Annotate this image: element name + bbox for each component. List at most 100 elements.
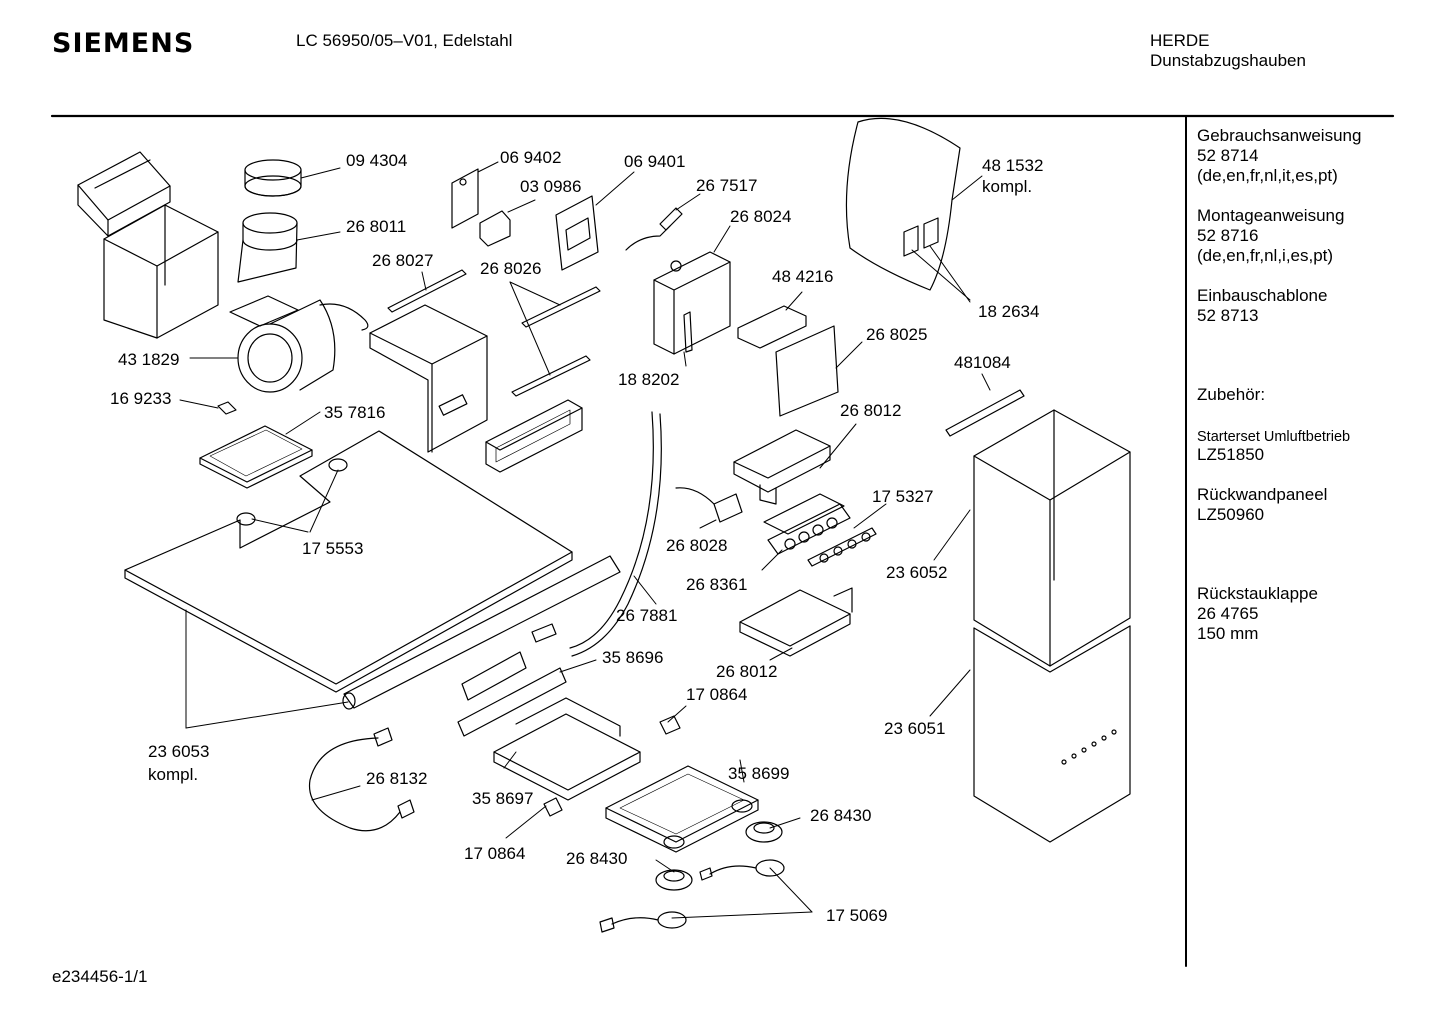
clip xyxy=(217,401,237,415)
part-label: 26 7517 xyxy=(696,176,758,195)
control-panel xyxy=(763,493,851,555)
fan-housing xyxy=(103,204,219,339)
electronics-cover xyxy=(653,251,731,355)
accessories-heading: Zubehör: xyxy=(1197,385,1266,404)
part-label: 35 8699 xyxy=(728,764,790,783)
accessory-title: Starterset Umluftbetrieb xyxy=(1197,429,1351,445)
accessory-title: Rückwandpaneel xyxy=(1197,485,1328,504)
part-label: 18 2634 xyxy=(978,302,1040,321)
base-tray xyxy=(493,697,641,801)
part-label: 26 8027 xyxy=(372,251,434,270)
part-label: 17 0864 xyxy=(686,685,748,704)
doc-languages: (de,en,fr,nl,i,es,pt) xyxy=(1197,246,1334,265)
category-label: HERDE xyxy=(1150,31,1210,50)
accessory-number: 26 4765 xyxy=(1197,604,1259,623)
mounting-bracket xyxy=(77,151,171,237)
control-housing-upper xyxy=(733,429,831,505)
lamp-a xyxy=(745,821,783,843)
part-label: 26 8430 xyxy=(566,849,628,868)
lamp-b xyxy=(655,869,693,891)
part-label: 26 8361 xyxy=(686,575,748,594)
part-label: 26 8011 xyxy=(346,217,407,236)
part-label: 26 8430 xyxy=(810,806,872,825)
part-label: kompl. xyxy=(982,177,1033,196)
accessory-number: LZ50960 xyxy=(1197,505,1265,524)
lamp-cable-b xyxy=(599,911,687,933)
part-label: 481084 xyxy=(954,353,1011,372)
part-label: 26 8012 xyxy=(840,401,902,420)
doc-title: Einbauschablone xyxy=(1197,286,1328,305)
model-title: LC 56950/05–V01, Edelstahl xyxy=(296,31,513,50)
brand-logo: SIEMENS xyxy=(52,28,195,59)
part-label: 06 9402 xyxy=(500,148,562,167)
part-label: 26 8026 xyxy=(480,259,542,278)
part-label: 17 0864 xyxy=(464,844,526,863)
lamp-cable-a xyxy=(699,859,785,881)
control-housing-lower xyxy=(739,587,853,657)
chimney-upper xyxy=(973,409,1131,667)
doc-number: 52 8716 xyxy=(1197,226,1259,245)
power-cord xyxy=(625,207,683,251)
part-label: 18 8202 xyxy=(618,370,680,389)
leader-lines xyxy=(179,161,991,919)
part-label: 26 8025 xyxy=(866,325,928,344)
bracket-481084 xyxy=(945,389,1025,437)
tube-236053 xyxy=(342,555,621,710)
accessory-size: 150 mm xyxy=(1197,624,1259,643)
part-label: kompl. xyxy=(148,765,199,784)
light-strip xyxy=(485,399,583,473)
part-label: 35 8696 xyxy=(602,648,664,667)
module-268025 xyxy=(775,325,839,417)
part-label: 17 5553 xyxy=(302,539,364,558)
doc-number: 52 8714 xyxy=(1197,146,1259,165)
part-label: 06 9401 xyxy=(624,152,686,171)
part-label: 23 6052 xyxy=(886,563,948,582)
doc-languages: (de,en,fr,nl,it,es,pt) xyxy=(1197,166,1338,185)
doc-title: Montageanweisung xyxy=(1197,206,1345,225)
grease-filter xyxy=(199,425,313,489)
flange-lower xyxy=(237,212,298,283)
doc-number: 52 8713 xyxy=(1197,306,1259,325)
part-label: 35 7816 xyxy=(324,403,386,422)
button-strip xyxy=(807,527,877,567)
part-label: 48 4216 xyxy=(772,267,834,286)
part-label: 26 8012 xyxy=(716,662,778,681)
rail-268026-a xyxy=(521,286,601,328)
part-label: 26 7881 xyxy=(616,606,678,625)
part-label: 17 5069 xyxy=(826,906,888,925)
part-label: 09 4304 xyxy=(346,151,408,170)
subcategory-label: Dunstabzugshauben xyxy=(1150,51,1306,70)
part-label: 23 6051 xyxy=(884,719,946,738)
rail-268026-b xyxy=(511,355,591,397)
part-label: 23 6053 xyxy=(148,742,210,761)
clip-170864-a xyxy=(659,715,681,735)
part-label: 48 1532 xyxy=(982,156,1044,175)
part-label: 26 8028 xyxy=(666,536,728,555)
fan-motor xyxy=(229,295,369,393)
socket xyxy=(555,195,599,271)
screw-bag xyxy=(845,117,961,291)
flange-upper xyxy=(244,159,302,197)
cover-plate xyxy=(124,430,573,693)
filter-358699 xyxy=(605,765,759,853)
cable-268132 xyxy=(308,727,415,832)
part-label: 43 1829 xyxy=(118,350,180,369)
transformer xyxy=(737,305,807,349)
part-label: 17 5327 xyxy=(872,487,934,506)
accessory-number: LZ51850 xyxy=(1197,445,1265,464)
switch-assembly xyxy=(451,168,511,247)
part-label: 35 8697 xyxy=(472,789,534,808)
part-label: 03 0986 xyxy=(520,177,582,196)
connector-268028 xyxy=(675,487,743,523)
chimney-lower xyxy=(973,625,1131,843)
part-label: 26 8024 xyxy=(730,207,792,226)
clip-170864-b xyxy=(543,797,563,817)
doc-title: Gebrauchsanweisung xyxy=(1197,126,1362,145)
rail-268027 xyxy=(387,269,467,313)
inner-frame xyxy=(369,304,488,453)
accessory-title: Rückstauklappe xyxy=(1197,584,1318,603)
document-code: e234456-1/1 xyxy=(52,967,148,986)
part-label: 16 9233 xyxy=(110,389,172,408)
bracket-358696 xyxy=(457,651,567,737)
